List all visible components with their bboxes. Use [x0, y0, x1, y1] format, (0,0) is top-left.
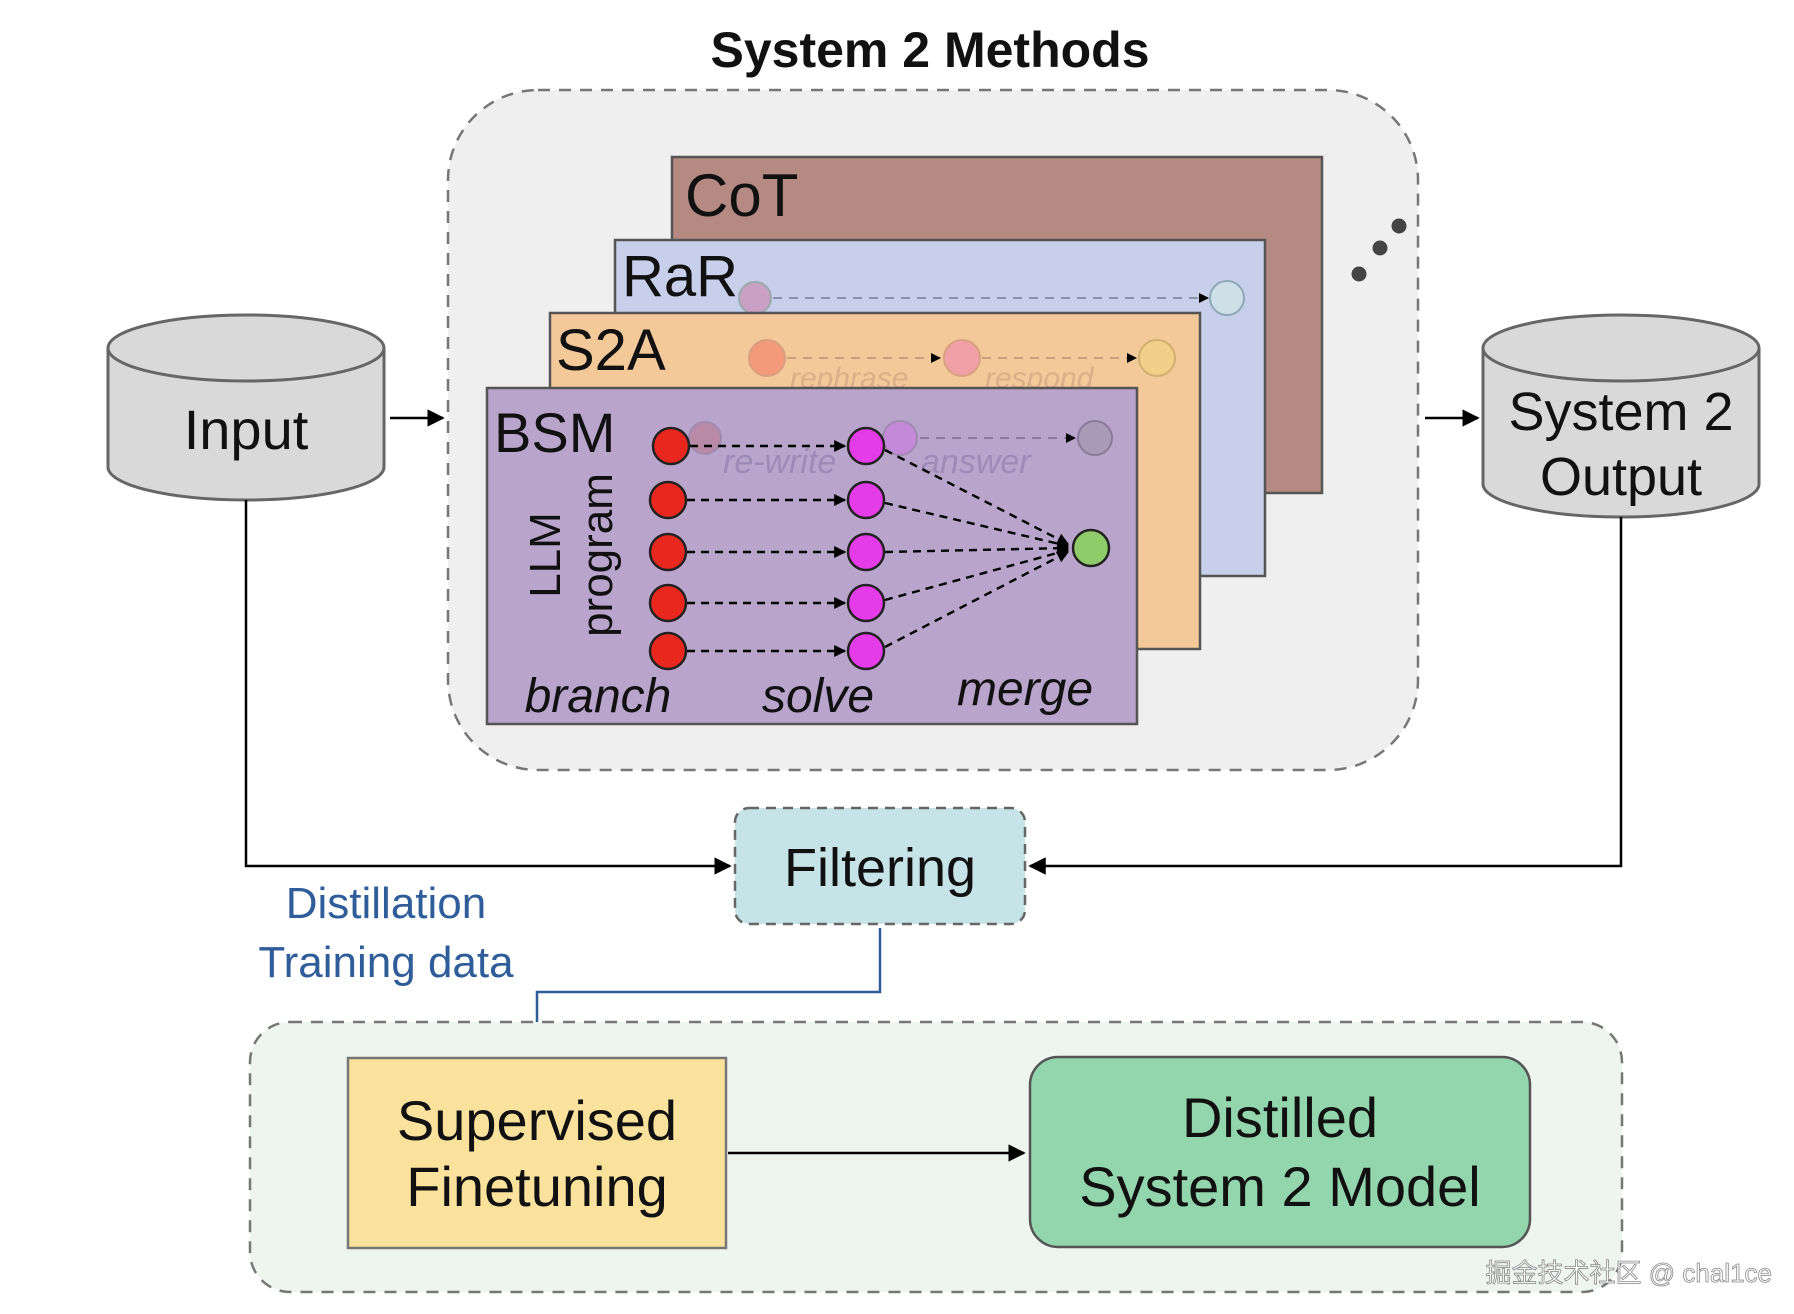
arrow-input-to-filtering: [244, 500, 732, 875]
filtering-box: Filtering: [733, 806, 1027, 926]
bsm-solve-merge-edges: [884, 448, 1070, 649]
bsm-side-label-program: program: [573, 473, 622, 637]
bsm-solve-nodes: [846, 426, 886, 671]
bsm-branch-node: [648, 631, 688, 671]
output-label-line2: Output: [1540, 447, 1702, 507]
bsm-merge-node: [1071, 528, 1111, 568]
output-database: System 2 Output: [1481, 313, 1761, 519]
bsm-edge-merge-2: [884, 501, 1070, 550]
s2a-node-2: [943, 339, 981, 377]
bsm-edge-merge-4: [884, 547, 1070, 602]
cot-label: CoT: [685, 162, 798, 229]
bsm-card: [485, 386, 1139, 726]
bsm-layer: BSM LLM program re-write answer: [485, 386, 1139, 726]
bsm-branch-node: [648, 532, 688, 572]
s2a-node-3: [1138, 339, 1176, 377]
bsm-solve-node: [846, 532, 886, 572]
bsm-solve-node: [846, 583, 886, 623]
bsm-stage-merge: merge: [957, 663, 1093, 716]
more-methods-ellipsis-icon: [1351, 218, 1407, 282]
arrow-output-to-filtering: [1028, 517, 1623, 875]
distilled-label-line2: System 2 Model: [1079, 1155, 1481, 1218]
rar-label: RaR: [622, 244, 738, 309]
supervised-finetuning-box: Supervised Finetuning: [346, 1056, 728, 1250]
bsm-solve-node: [846, 631, 886, 671]
watermark: 掘金技术社区 @ chal1ce: [1486, 1258, 1772, 1288]
bsm-ghost-node-2: [882, 420, 918, 456]
output-label-line1: System 2: [1508, 382, 1733, 442]
bsm-label: BSM: [494, 401, 615, 464]
input-database: Input: [106, 313, 386, 502]
bsm-ghost-label-answer: answer: [921, 443, 1032, 481]
bsm-solve-node: [846, 426, 886, 466]
bsm-branch-nodes: [648, 426, 691, 671]
bsm-stage-branch: branch: [525, 670, 672, 723]
bsm-edge-merge-3: [884, 542, 1070, 555]
bsm-branch-node: [651, 426, 691, 466]
bsm-ghost-node-1: [688, 421, 722, 455]
bsm-edge-merge-5: [884, 550, 1070, 649]
filtering-label: Filtering: [784, 838, 976, 898]
distillation-label-line1: Distillation: [286, 879, 487, 928]
bsm-branch-node: [648, 583, 688, 623]
sft-label-line1: Supervised: [397, 1089, 677, 1152]
distillation-label-line2: Training data: [258, 938, 514, 987]
bsm-solve-node: [846, 480, 886, 520]
bsm-ghost-node-3: [1077, 420, 1113, 456]
sft-label-line2: Finetuning: [406, 1155, 668, 1218]
bsm-side-label-llm: LLM: [521, 512, 570, 598]
rar-node-end: [1209, 280, 1245, 316]
bsm-edge-merge-1: [884, 448, 1070, 546]
bsm-branch-solve-edges: [687, 440, 847, 657]
distilled-model-box: Distilled System 2 Model: [1028, 1055, 1532, 1249]
rar-node-start: [738, 281, 772, 315]
bsm-ghost-label-rewrite: re-write: [723, 443, 836, 481]
bsm-stage-solve: solve: [762, 670, 874, 723]
s2a-node-1: [748, 339, 786, 377]
s2a-label: S2A: [556, 318, 666, 383]
distilled-label-line1: Distilled: [1182, 1086, 1378, 1149]
input-label: Input: [184, 398, 309, 461]
diagram-title: System 2 Methods: [710, 22, 1149, 78]
bsm-branch-node: [648, 480, 688, 520]
